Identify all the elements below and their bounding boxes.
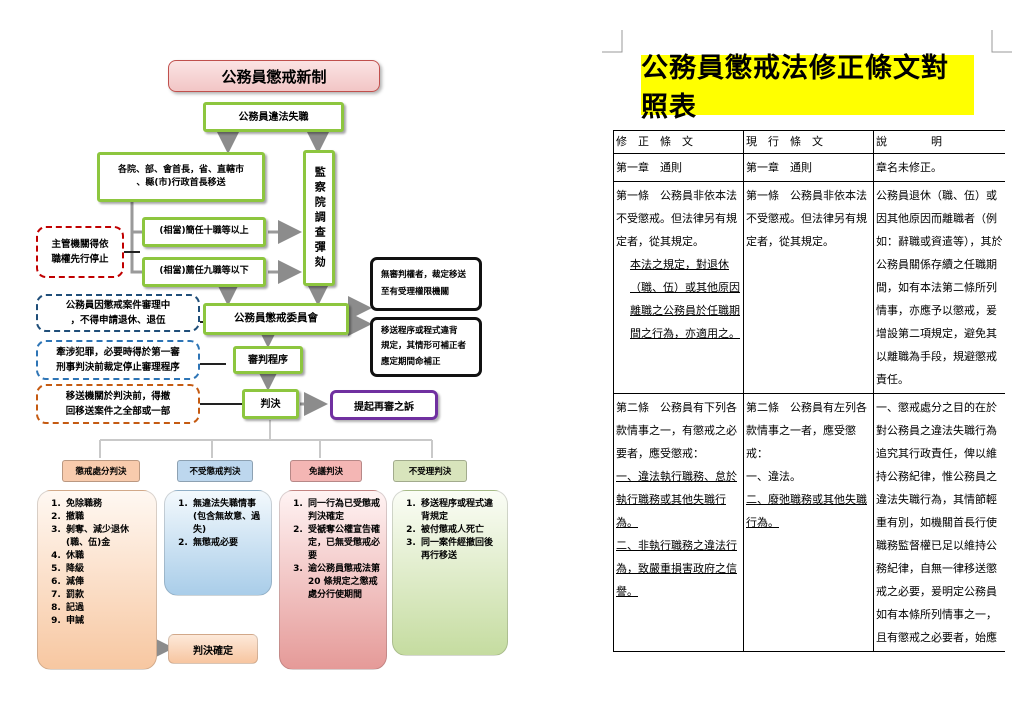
list-item: 免除職務 xyxy=(64,498,150,511)
control-yuan-box: 監察院調查彈劾 xyxy=(303,150,335,286)
judgment-box: 判決 xyxy=(242,389,299,419)
header-amended: 修 正 條 文 xyxy=(613,130,744,154)
flow-connectors xyxy=(99,130,433,668)
exempt-list: 同一行為已受懲戒判決確定 受褫奪公權宣告確定，已無受懲戒必要 逾公務員懲戒法第 … xyxy=(279,490,387,670)
flow-title: 公務員懲戒新制 xyxy=(168,60,380,92)
list-item: 移送程序或程式違背規定 xyxy=(419,498,501,524)
header-current: 現 行 條 文 xyxy=(743,130,874,154)
cell-current: 第一章 通則 xyxy=(743,153,874,182)
list-item: 逾公務員懲戒法第 20 條規定之懲戒處分行使期間 xyxy=(306,563,380,602)
cell-current: 第一條 公務員非依本法不受懲戒。但法律另有規定者，從其規定。 xyxy=(743,181,874,394)
list-item: 被付懲戒人死亡 xyxy=(419,524,501,537)
list-item: 休職 xyxy=(64,550,150,563)
list-item: 降級 xyxy=(64,563,150,576)
cell-amended: 第一章 通則 xyxy=(613,153,744,182)
agency-referral-box: 各院、部、會首長，省、直轄市 、縣(市)行政首長移送 xyxy=(97,152,265,202)
deficiency-box: 移送程序或程式違背 規定，其情形可補正者 應定期間命補正 xyxy=(370,317,482,377)
category-tab-dismissed: 不受理判決 xyxy=(393,460,467,482)
list-item: 同一行為已受懲戒判決確定 xyxy=(306,498,380,524)
final-judgment-box: 判決確定 xyxy=(168,634,258,664)
list-item: 無懲戒必要 xyxy=(191,537,265,550)
article-2-current-item: 二、廢弛職務或其他失職行為。 xyxy=(746,493,867,529)
document-title: 公務員懲戒法修正條文對照表 xyxy=(641,53,974,123)
category-tab-disciplinary: 懲戒處分判決 xyxy=(62,460,140,482)
trial-box: 審判程序 xyxy=(233,346,303,374)
comparison-table: 修 正 條 文 現 行 條 文 說 明 第一章 通則 第一章 通則 章名未修正。… xyxy=(613,130,1005,652)
article-1-text: 第一條 公務員非依本法不受懲戒。但法律另有規定者，從其規定。 xyxy=(616,189,737,248)
article-2-item: 一、違法執行職務、怠於執行職務或其他失職行為。 xyxy=(616,470,737,529)
no-authority-box: 無審判權者，裁定移送 至有受理權限機關 xyxy=(370,257,482,311)
category-tab-exempt: 免議判決 xyxy=(290,460,362,482)
tier-10-box: (相當)簡任十職等以上 xyxy=(142,217,266,247)
retirement-note: 公務員因懲戒案件審理中 ，不得申請退休、退伍 xyxy=(36,294,200,332)
table-row: 第二條 公務員有下列各款情事之一，有懲戒之必要者，應受懲戒： 一、違法執行職務、… xyxy=(613,393,1005,652)
header-explanation: 說 明 xyxy=(873,130,1005,154)
table-header-row: 修 正 條 文 現 行 條 文 說 明 xyxy=(613,130,1005,154)
cell-explanation: 章名未修正。 xyxy=(873,153,1005,182)
committee-box: 公務員懲戒委員會 xyxy=(203,303,349,335)
criminal-note: 牽涉犯罪，必要時得於第一審 刑事判決前裁定停止審理程序 xyxy=(36,340,200,380)
list-item: 申誡 xyxy=(64,615,150,628)
list-item: 撤職 xyxy=(64,511,150,524)
cell-current: 第二條 公務員有左列各款情事之一者，應受懲戒： 一、違法。 二、廢弛職務或其他失… xyxy=(743,393,874,652)
cell-explanation: 一、懲戒處分之目的在於對公務員之違法失職行為追究其行政責任，俾以維持公務紀律，惟… xyxy=(873,393,1005,652)
list-item: 無違法失職情事(包含無故意、過失) xyxy=(191,498,265,537)
cell-amended: 第二條 公務員有下列各款情事之一，有懲戒之必要者，應受懲戒： 一、違法執行職務、… xyxy=(613,393,744,652)
table-row: 第一章 通則 第一章 通則 章名未修正。 xyxy=(613,153,1005,182)
article-2-item: 二、非執行職務之違法行為，致嚴重損害政府之信譽。 xyxy=(616,539,737,598)
comparison-table-wrap: 修 正 條 文 現 行 條 文 說 明 第一章 通則 第一章 通則 章名未修正。… xyxy=(613,130,1005,670)
article-1-new-paragraph: 本法之規定，對退休（職、伍）或其他原因離職之公務員於任職期間之行為，亦適用之。 xyxy=(630,258,740,340)
list-item: 減俸 xyxy=(64,576,150,589)
page-corner-marks xyxy=(602,30,1012,53)
withdraw-note: 移送機關於判決前，得撤 回移送案件之全部或一部 xyxy=(36,384,200,424)
list-item: 罰款 xyxy=(64,589,150,602)
misconduct-box: 公務員違法失職 xyxy=(203,102,344,132)
tier-9-box: (相當)薦任九職等以下 xyxy=(142,257,266,287)
category-tab-no-discipline: 不受懲戒判決 xyxy=(177,460,253,482)
retrial-box: 提起再審之訴 xyxy=(330,390,438,420)
cell-amended: 第一條 公務員非依本法不受懲戒。但法律另有規定者，從其規定。 本法之規定，對退休… xyxy=(613,181,744,394)
article-2-current-item: 一、違法。 xyxy=(746,470,801,483)
disciplinary-list: 免除職務 撤職 剝奪、減少退休(職、伍)金 休職 降級 減俸 罰款 記過 申誡 xyxy=(37,490,157,670)
table-row: 第一條 公務員非依本法不受懲戒。但法律另有規定者，從其規定。 本法之規定，對退休… xyxy=(613,181,1005,394)
list-item: 受褫奪公權宣告確定，已無受懲戒必要 xyxy=(306,524,380,563)
list-item: 剝奪、減少退休(職、伍)金 xyxy=(64,524,150,550)
supervisor-suspend-note: 主管機關得依 職權先行停止 xyxy=(36,226,124,278)
dismissed-list: 移送程序或程式違背規定 被付懲戒人死亡 同一案件經撤回後再行移送 xyxy=(392,490,508,656)
cell-explanation: 公務員退休（職、伍）或因其他原因而離職者（例如：辭職或資遣等），其於公務員關係存… xyxy=(873,181,1005,394)
article-2-text: 第二條 公務員有下列各款情事之一，有懲戒之必要者，應受懲戒： xyxy=(616,401,737,460)
article-2-current-text: 第二條 公務員有左列各款情事之一者，應受懲戒： xyxy=(746,401,867,460)
list-item: 同一案件經撤回後再行移送 xyxy=(419,537,501,563)
list-item: 記過 xyxy=(64,602,150,615)
no-discipline-list: 無違法失職情事(包含無故意、過失) 無懲戒必要 xyxy=(164,490,272,596)
